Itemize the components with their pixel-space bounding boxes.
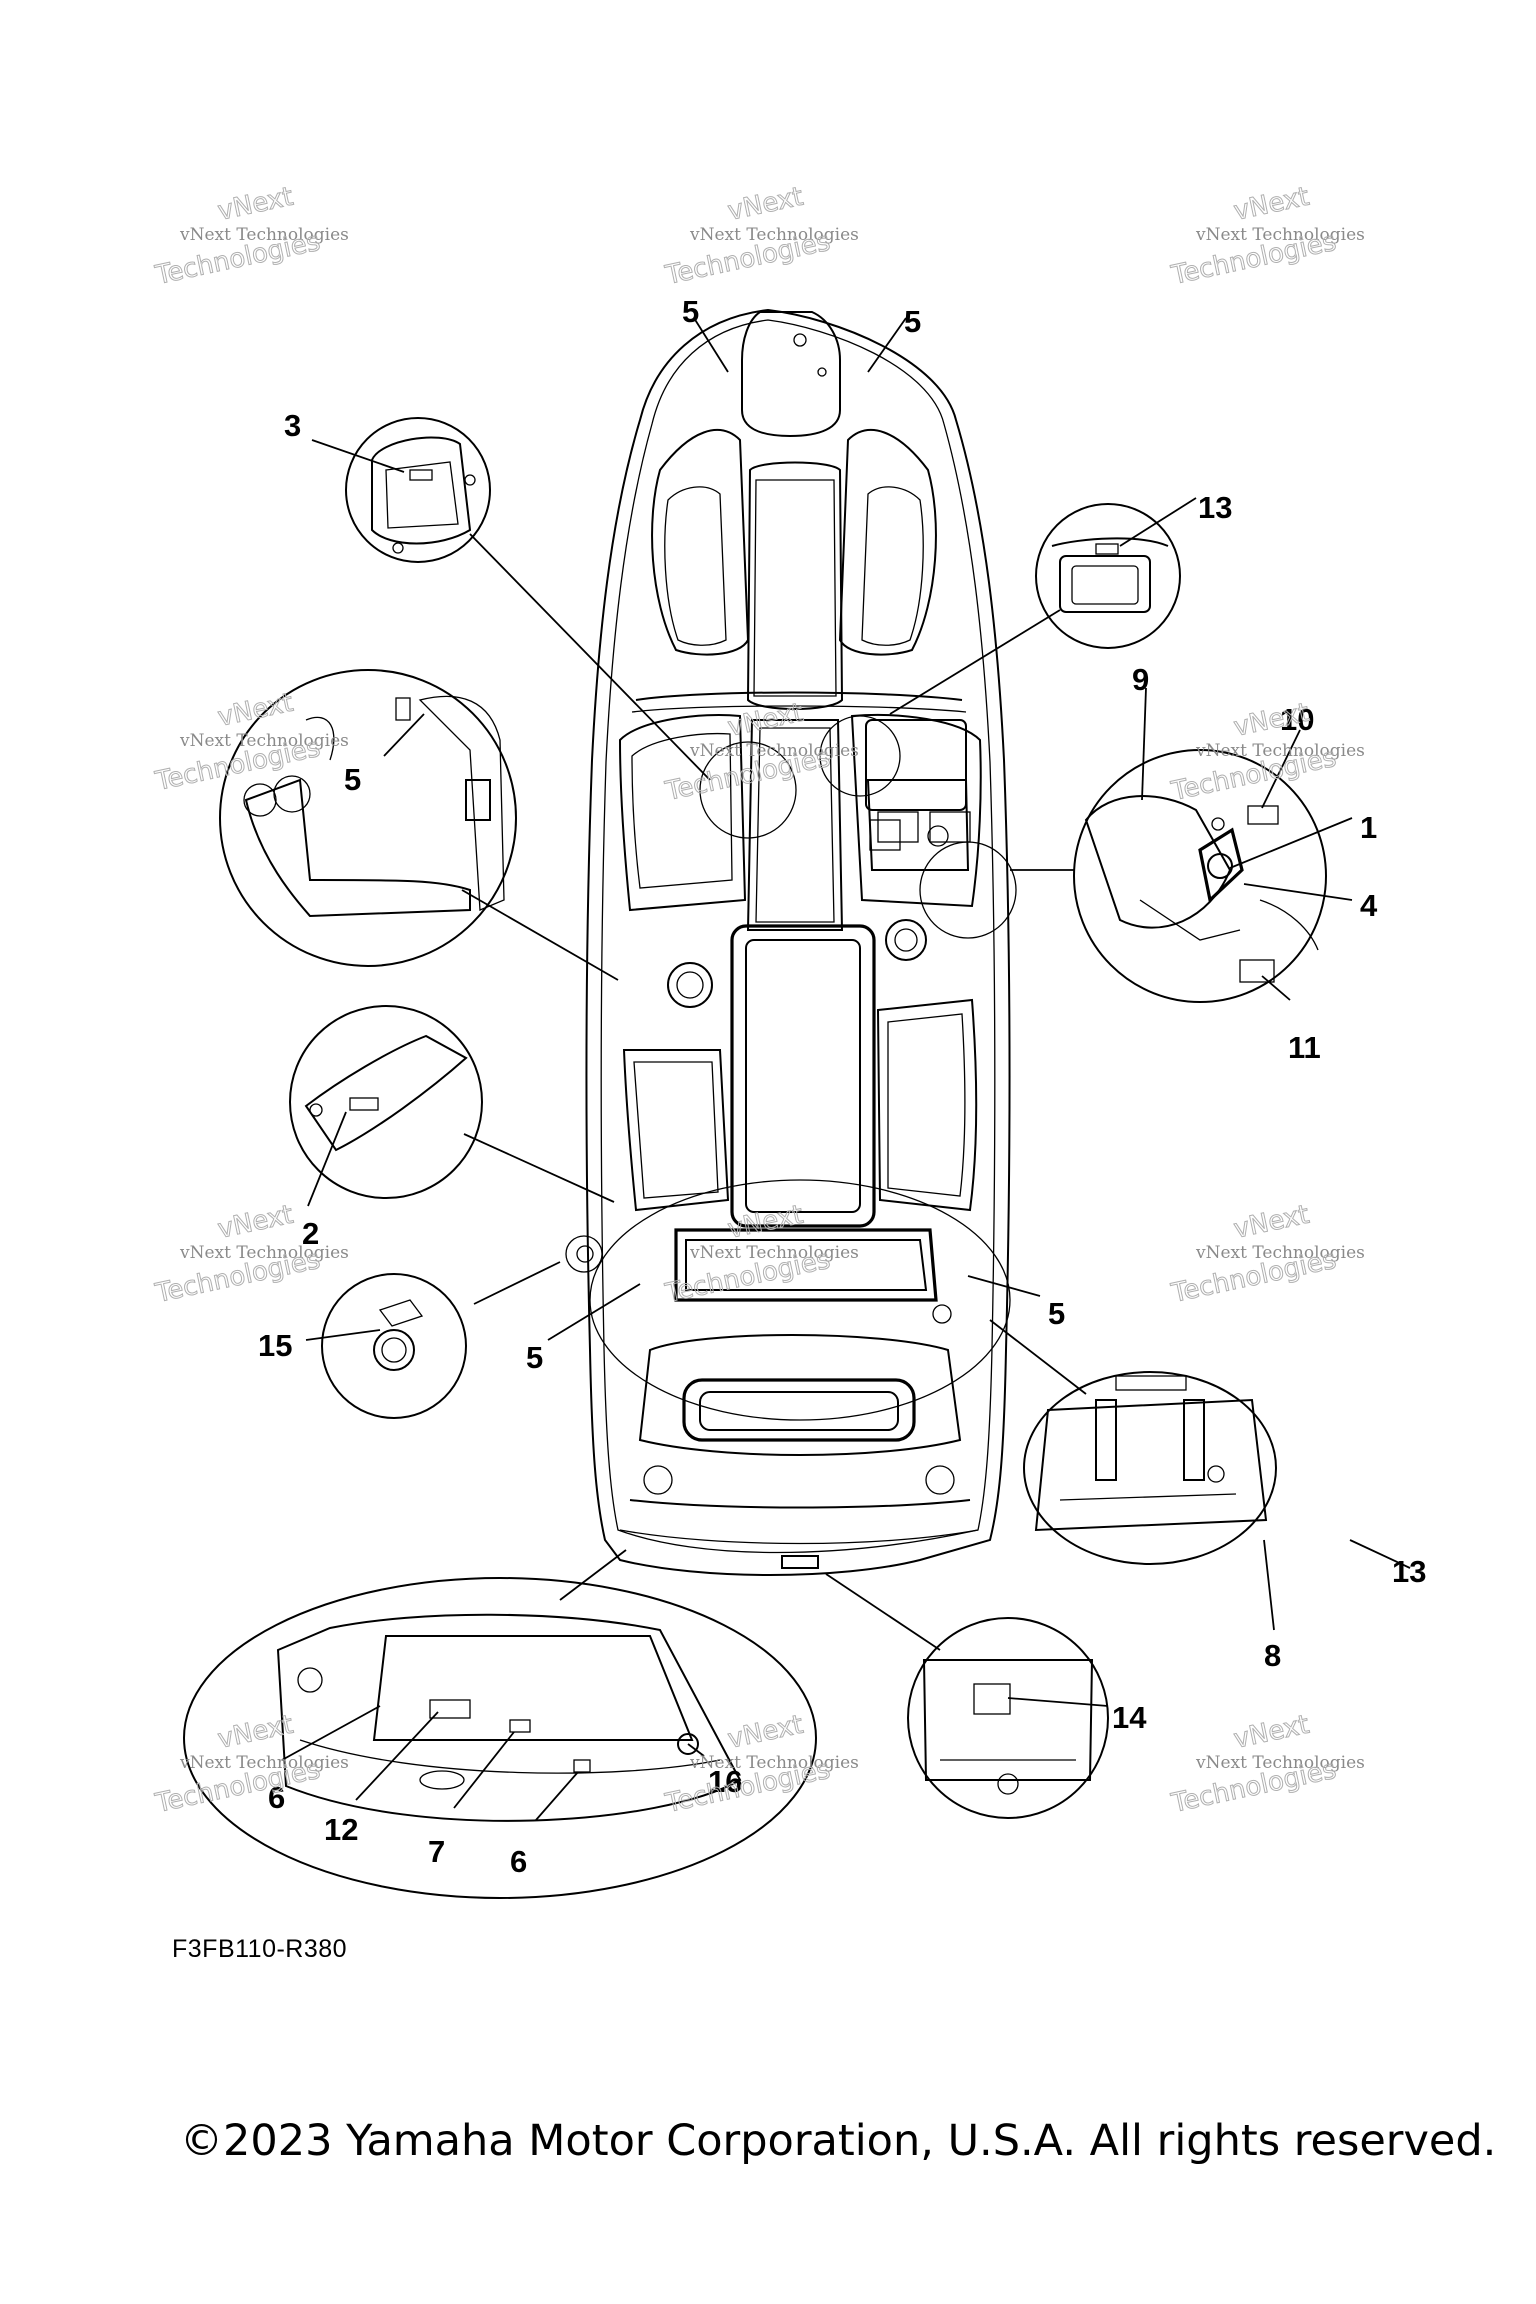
watermark: vNext Technologies vNext Technologies	[152, 1199, 349, 1309]
watermark: vNext Technologies vNext Technologies	[662, 697, 859, 807]
callout-5: 5	[1048, 1296, 1065, 1331]
svg-text:vNext: vNext	[1231, 1200, 1312, 1245]
svg-text:vNext: vNext	[725, 698, 806, 743]
svg-text:vNext Technologies: vNext Technologies	[689, 1243, 859, 1263]
svg-text:vNext: vNext	[1231, 1710, 1312, 1755]
detail-circle-5-left	[219, 669, 517, 967]
callout-3: 3	[284, 408, 301, 443]
callout-7: 7	[428, 1834, 445, 1869]
svg-text:vNext Technologies: vNext Technologies	[1195, 1753, 1365, 1773]
callout-1: 1	[1360, 810, 1377, 845]
watermark: vNext Technologies vNext Technologies	[152, 1709, 349, 1819]
svg-text:vNext: vNext	[725, 1710, 806, 1755]
watermark: vNext Technologies vNext Technologies	[1168, 1199, 1365, 1309]
svg-text:vNext: vNext	[215, 688, 296, 733]
svg-text:vNext: vNext	[725, 182, 806, 227]
watermark: vNext Technologies vNext Technologies	[152, 181, 349, 291]
callout-6: 6	[510, 1844, 527, 1879]
callout-11: 11	[1288, 1030, 1321, 1065]
callout-13: 13	[1198, 490, 1232, 525]
callout-2: 2	[302, 1216, 319, 1251]
detail-circle-15	[321, 1273, 467, 1419]
svg-text:vNext Technologies: vNext Technologies	[689, 741, 859, 761]
svg-text:vNext Technologies: vNext Technologies	[1195, 741, 1365, 761]
boat-hull	[565, 308, 1017, 1576]
callout-4: 4	[1360, 888, 1378, 923]
svg-text:vNext Technologies: vNext Technologies	[1195, 225, 1365, 245]
detail-circle-13-bottom	[1023, 1371, 1277, 1565]
callout-5: 5	[904, 304, 921, 339]
svg-text:vNext Technologies: vNext Technologies	[689, 1753, 859, 1773]
callout-labels: 5 5 3 13 9 10 5 1 4 11 2 15 5 5 13 8 14 …	[258, 294, 1426, 1879]
detail-circle-13-top	[1035, 503, 1181, 649]
callout-5: 5	[682, 294, 699, 329]
detail-circle-2	[289, 1005, 483, 1199]
watermark: vNext Technologies vNext Technologies	[1168, 697, 1365, 807]
svg-text:vNext: vNext	[1231, 182, 1312, 227]
leader-lines	[281, 317, 1411, 1821]
callout-6: 6	[268, 1780, 285, 1815]
svg-text:vNext Technologies: vNext Technologies	[1195, 1243, 1365, 1263]
callout-13: 13	[1392, 1554, 1426, 1589]
callout-9: 9	[1132, 662, 1149, 697]
detail-circle-14	[907, 1617, 1109, 1819]
callout-16: 16	[708, 1764, 742, 1799]
watermark: vNext Technologies vNext Technologies	[662, 1709, 859, 1819]
callout-8: 8	[1264, 1638, 1281, 1673]
svg-text:vNext: vNext	[725, 1200, 806, 1245]
callout-5: 5	[526, 1340, 543, 1375]
detail-circle-right	[1073, 749, 1327, 1003]
detail-circle-3	[345, 417, 491, 563]
watermark: vNext Technologies vNext Technologies	[1168, 181, 1365, 291]
svg-text:vNext: vNext	[215, 1200, 296, 1245]
svg-text:vNext Technologies: vNext Technologies	[179, 1243, 349, 1263]
callout-15: 15	[258, 1328, 292, 1363]
svg-text:vNext Technologies: vNext Technologies	[689, 225, 859, 245]
callout-14: 14	[1112, 1700, 1147, 1735]
detail-ellipse-aft	[183, 1577, 817, 1899]
callout-12: 12	[324, 1812, 358, 1847]
svg-text:vNext Technologies: vNext Technologies	[179, 731, 349, 751]
svg-text:vNext Technologies: vNext Technologies	[179, 225, 349, 245]
watermark: vNext Technologies vNext Technologies	[662, 181, 859, 291]
callout-5: 5	[344, 762, 361, 797]
watermark: vNext Technologies vNext Technologies	[152, 687, 349, 797]
callout-10: 10	[1280, 702, 1314, 737]
copyright-notice: ©2023 Yamaha Motor Corporation, U.S.A. A…	[180, 2116, 1497, 2166]
watermark: vNext Technologies vNext Technologies	[662, 1199, 859, 1309]
part-code: F3FB110-R380	[172, 1935, 348, 1963]
svg-text:vNext: vNext	[215, 182, 296, 227]
svg-text:vNext Technologies: vNext Technologies	[179, 1753, 349, 1773]
watermark: vNext Technologies vNext Technologies	[1168, 1709, 1365, 1819]
